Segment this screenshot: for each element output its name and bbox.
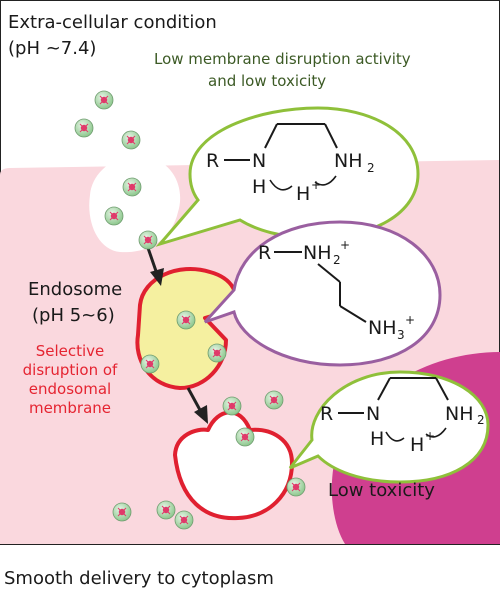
chain-nh2: NH [303,242,332,264]
nanoparticle [94,90,114,110]
callout-bottom-bubble [288,370,490,484]
low-toxicity-label: Low toxicity [328,480,435,501]
chain-plus2: + [405,313,415,327]
chain-sub3: 3 [397,328,405,342]
nanoparticle [264,390,284,410]
nanoparticle [112,502,132,522]
structure-ring-top: R N H NH 2 H + [206,123,375,205]
ring-bottom-sub2: 2 [477,413,485,427]
ring-bottom-hplus: H [410,434,424,456]
endosome-label: Endosome [28,279,122,300]
disruption-line1: Selective [36,342,105,360]
nanoparticle [122,177,142,197]
extracellular-ph: (pH ~7.4) [8,38,96,59]
chain-sub2: 2 [333,253,341,267]
nanoparticle [104,206,124,226]
chain-nh3: NH [368,317,397,339]
chain-plus1: + [340,238,350,252]
arrow-to-cytoplasm [186,387,208,424]
nanoparticle [156,500,176,520]
nanoparticle [222,396,242,416]
ring-bottom-n: N [366,403,380,425]
nanoparticle [121,130,141,150]
nanoparticle [235,427,255,447]
ring-top-plus: + [311,178,321,192]
ring-top-h: H [252,176,266,198]
ring-top-nh: NH [334,150,363,172]
nanoparticle [207,343,227,363]
arrow-into-endosome [145,244,164,286]
chain-r: R [258,242,271,264]
low-activity-line1: Low membrane disruption activity [154,50,411,68]
disruption-line2: disruption of [23,361,118,379]
structure-ring-bottom: R N H NH 2 H + [320,377,485,456]
nanoparticle-group [74,90,306,530]
nanoparticle [74,118,94,138]
disruption-line3: endosomal [29,380,111,398]
ring-top-hplus: H [296,183,310,205]
nanoparticle [174,510,194,530]
ring-bottom-nh: NH [445,403,474,425]
caption: Smooth delivery to cytoplasm [4,568,274,589]
ring-top-r: R [206,150,219,172]
nanoparticle [138,230,158,250]
endocytosis-vesicle [89,155,181,253]
ring-bottom-r: R [320,403,333,425]
nanoparticle [286,477,306,497]
ruptured-endosome [173,410,294,521]
disruption-line4: membrane [29,399,111,417]
ring-bottom-plus: + [425,429,435,443]
endosome-ph: (pH 5~6) [32,305,115,326]
extracellular-label: Extra-cellular condition [8,12,217,33]
nanoparticle [176,310,196,330]
nanoparticle [140,354,160,374]
structure-chain: R NH 2 + NH 3 + [258,238,415,342]
ring-top-sub2: 2 [367,161,375,175]
ring-top-n: N [252,150,266,172]
ring-bottom-h: H [370,428,384,450]
callout-chain-bubble [203,220,442,367]
low-activity-line2: and low toxicity [208,72,326,90]
